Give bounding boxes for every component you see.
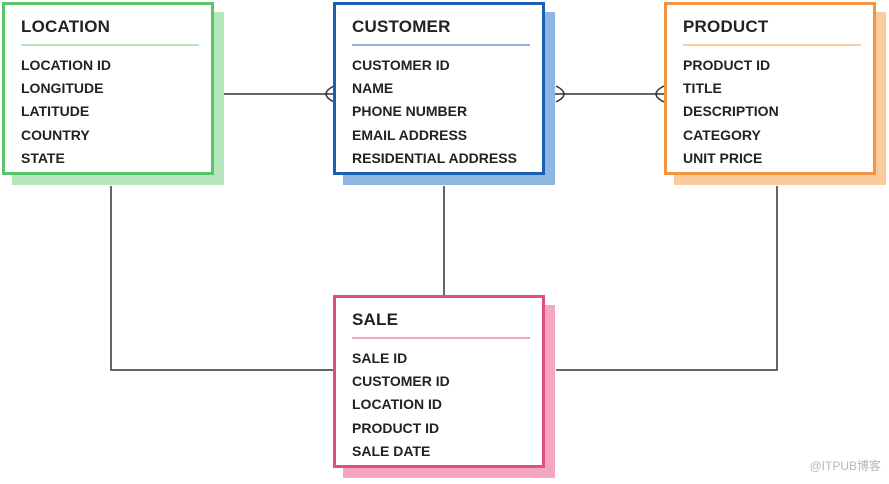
connector-location-sale <box>110 186 334 371</box>
field: TITLE <box>683 80 722 97</box>
field: SALE DATE <box>352 442 431 459</box>
title-underline <box>683 44 861 46</box>
field: LOCATION ID <box>21 57 111 73</box>
entity-box: LOCATION LOCATION ID LONGITUDE LATITUDE … <box>2 2 214 175</box>
field: NAME <box>352 80 394 97</box>
entity-product[interactable]: PRODUCT PRODUCT ID TITLE DESCRIPTION CAT… <box>664 2 886 185</box>
field-list: SALE ID CUSTOMER ID LOCATION ID PRODUCT … <box>352 347 450 463</box>
field: EMAIL ADDRESS <box>352 126 468 143</box>
entity-box: CUSTOMER CUSTOMER ID NAME PHONE NUMBER E… <box>333 2 545 175</box>
crowfoot-customer-product-left <box>555 85 565 103</box>
field: CUSTOMER ID <box>352 57 450 73</box>
field: COUNTRY <box>21 126 90 143</box>
watermark: @ITPUB博客 <box>809 459 881 473</box>
field: PRODUCT ID <box>683 57 771 73</box>
field: CATEGORY <box>683 126 761 143</box>
field: LONGITUDE <box>21 80 104 97</box>
title-underline <box>21 44 199 46</box>
entity-title: CUSTOMER <box>352 17 451 36</box>
field: LOCATION ID <box>352 396 442 413</box>
entity-box: SALE SALE ID CUSTOMER ID LOCATION ID PRO… <box>333 295 545 468</box>
entity-title: PRODUCT <box>683 17 769 36</box>
crowfoot-location-customer <box>325 85 335 103</box>
entity-location[interactable]: LOCATION LOCATION ID LONGITUDE LATITUDE … <box>2 2 224 185</box>
entity-title: LOCATION <box>21 17 111 36</box>
field: STATE <box>21 149 65 166</box>
field: CUSTOMER ID <box>352 373 450 390</box>
field: PHONE NUMBER <box>352 103 468 120</box>
connector-product-sale <box>556 186 778 371</box>
field-list: LOCATION ID LONGITUDE LATITUDE COUNTRY S… <box>21 54 111 170</box>
field: RESIDENTIAL ADDRESS <box>352 149 517 166</box>
field-list: PRODUCT ID TITLE DESCRIPTION CATEGORY UN… <box>683 54 779 170</box>
title-underline <box>352 337 530 339</box>
entity-sale[interactable]: SALE SALE ID CUSTOMER ID LOCATION ID PRO… <box>333 295 555 478</box>
field: LATITUDE <box>21 103 90 120</box>
entity-title: SALE <box>352 310 399 329</box>
entity-customer[interactable]: CUSTOMER CUSTOMER ID NAME PHONE NUMBER E… <box>333 2 555 185</box>
field-list: CUSTOMER ID NAME PHONE NUMBER EMAIL ADDR… <box>352 54 517 170</box>
field: SALE ID <box>352 350 408 366</box>
title-underline <box>352 44 530 46</box>
field: UNIT PRICE <box>683 149 763 166</box>
field: DESCRIPTION <box>683 103 779 120</box>
crowfoot-customer-product-right <box>655 85 665 103</box>
entity-box: PRODUCT PRODUCT ID TITLE DESCRIPTION CAT… <box>664 2 876 175</box>
field: PRODUCT ID <box>352 419 440 436</box>
